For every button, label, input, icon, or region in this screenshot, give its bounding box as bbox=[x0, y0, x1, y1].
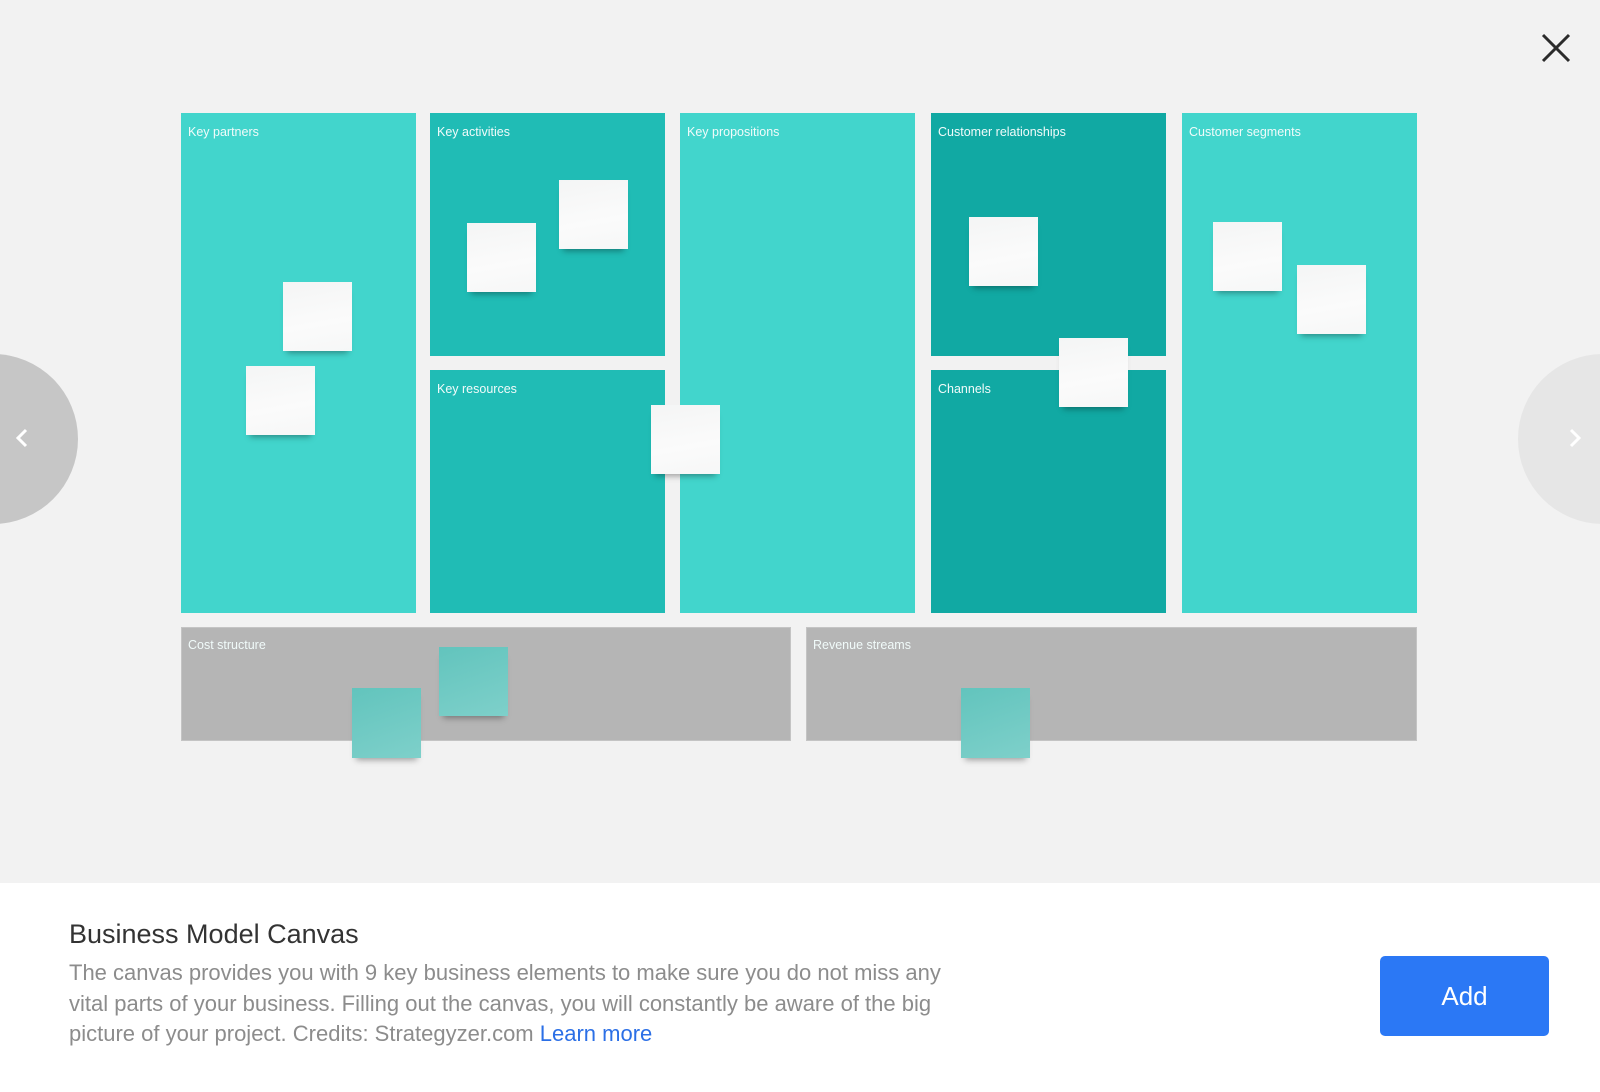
sticky-note bbox=[961, 688, 1030, 758]
sticky-note bbox=[283, 282, 352, 351]
sticky-note bbox=[352, 688, 421, 758]
block-label: Customer segments bbox=[1189, 125, 1301, 139]
add-button[interactable]: Add bbox=[1380, 956, 1549, 1036]
template-info-panel: Business Model Canvas The canvas provide… bbox=[0, 883, 1600, 1092]
sticky-note bbox=[559, 180, 628, 249]
block-channels: Channels bbox=[931, 370, 1166, 613]
sticky-note bbox=[969, 217, 1038, 286]
sticky-note bbox=[1059, 338, 1128, 407]
block-label: Revenue streams bbox=[813, 638, 911, 652]
sticky-note bbox=[1297, 265, 1366, 334]
sticky-note bbox=[651, 405, 720, 474]
template-title: Business Model Canvas bbox=[69, 919, 359, 949]
block-label: Key partners bbox=[188, 125, 259, 139]
previous-template-button[interactable] bbox=[0, 354, 78, 524]
block-key-resources: Key resources bbox=[430, 370, 665, 613]
block-label: Cost structure bbox=[188, 638, 266, 652]
block-label: Key resources bbox=[437, 382, 517, 396]
sticky-note bbox=[246, 366, 315, 435]
template-preview: Key partners Key activities Key resource… bbox=[0, 26, 1600, 758]
sticky-note bbox=[1213, 222, 1282, 291]
chevron-right-icon bbox=[1569, 428, 1582, 448]
block-label: Key activities bbox=[437, 125, 510, 139]
next-template-button[interactable] bbox=[1518, 354, 1600, 524]
block-label: Key propositions bbox=[687, 125, 780, 139]
block-key-activities: Key activities bbox=[430, 113, 665, 356]
sticky-note bbox=[439, 647, 508, 716]
learn-more-link[interactable]: Learn more bbox=[539, 1021, 653, 1046]
block-key-propositions: Key propositions bbox=[680, 113, 915, 613]
close-icon bbox=[1541, 33, 1571, 63]
close-button[interactable] bbox=[1534, 26, 1578, 70]
block-label: Customer relationships bbox=[938, 125, 1066, 139]
template-description: The canvas provides you with 9 key busin… bbox=[69, 958, 949, 1050]
block-customer-segments: Customer segments bbox=[1182, 113, 1417, 613]
block-customer-relationships: Customer relationships bbox=[931, 113, 1166, 356]
block-revenue-streams: Revenue streams bbox=[806, 627, 1417, 741]
block-key-partners: Key partners bbox=[181, 113, 416, 613]
chevron-left-icon bbox=[15, 428, 28, 448]
block-label: Channels bbox=[938, 382, 991, 396]
description-text: The canvas provides you with 9 key busin… bbox=[69, 960, 941, 1046]
sticky-note bbox=[467, 223, 536, 292]
